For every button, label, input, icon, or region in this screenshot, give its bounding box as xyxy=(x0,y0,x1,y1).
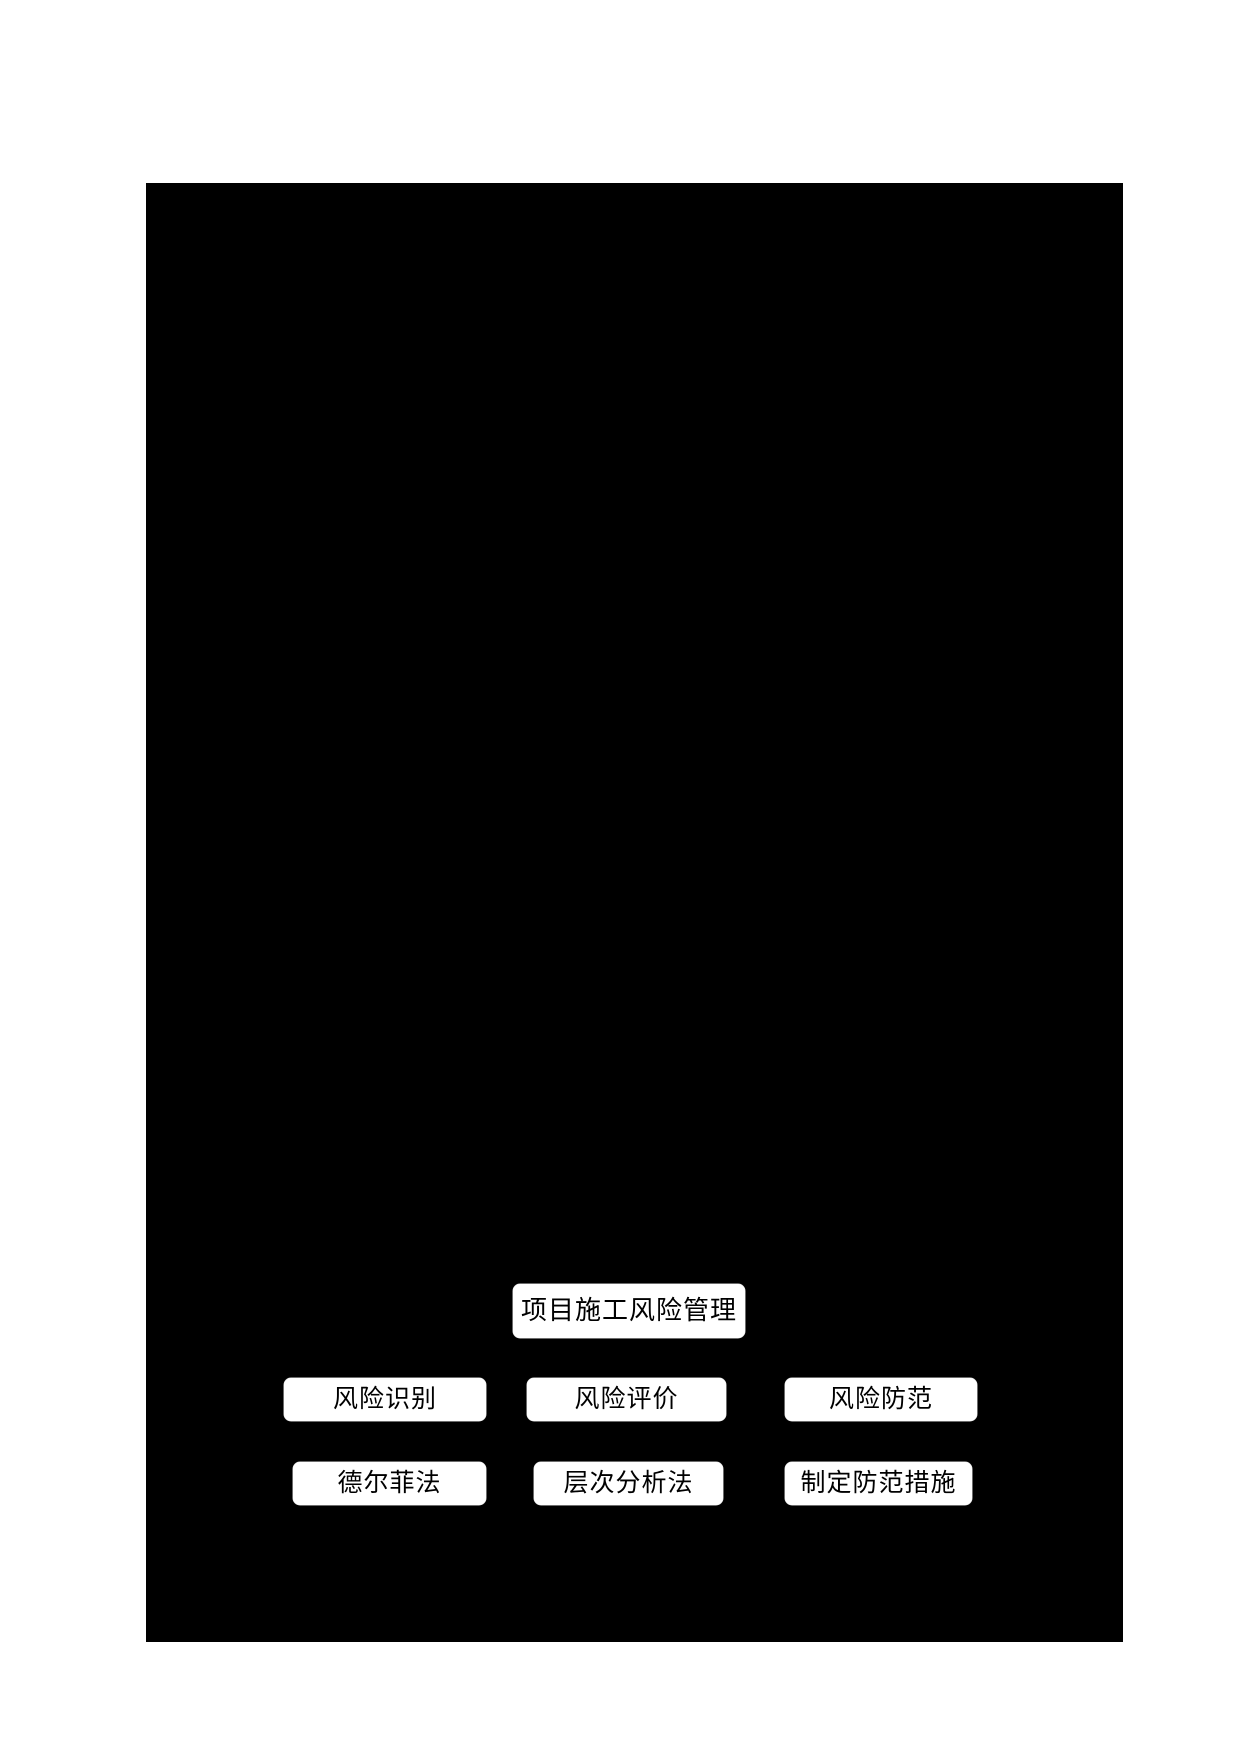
node-delphi-method[interactable]: 德尔菲法 xyxy=(293,1462,486,1505)
risk-management-hierarchy-diagram: 项目施工风险管理 风险识别 风险评价 风险防范 德尔菲法 层次分析法 制定防范措… xyxy=(146,183,1123,1642)
connector-bus-to-col2 xyxy=(626,1358,628,1378)
node-risk-identification[interactable]: 风险识别 xyxy=(284,1378,486,1421)
node-risk-evaluation[interactable]: 风险评价 xyxy=(527,1378,726,1421)
connector-bus-to-col3 xyxy=(880,1358,882,1378)
node-analytic-hierarchy-process[interactable]: 层次分析法 xyxy=(534,1462,723,1505)
connector-root-to-bus xyxy=(628,1338,630,1358)
connector-col1-down xyxy=(385,1421,387,1462)
node-formulate-preventive-measures[interactable]: 制定防范措施 xyxy=(785,1462,972,1505)
connector-col3-down xyxy=(880,1421,882,1462)
node-risk-prevention[interactable]: 风险防范 xyxy=(785,1378,977,1421)
connector-horizontal-bus xyxy=(385,1358,880,1360)
connector-bus-to-col1 xyxy=(385,1358,387,1378)
black-content-plate: 项目施工风险管理 风险识别 风险评价 风险防范 德尔菲法 层次分析法 制定防范措… xyxy=(146,183,1123,1642)
node-root-project-construction-risk-management[interactable]: 项目施工风险管理 xyxy=(513,1284,745,1338)
connector-col2-down xyxy=(626,1421,628,1462)
